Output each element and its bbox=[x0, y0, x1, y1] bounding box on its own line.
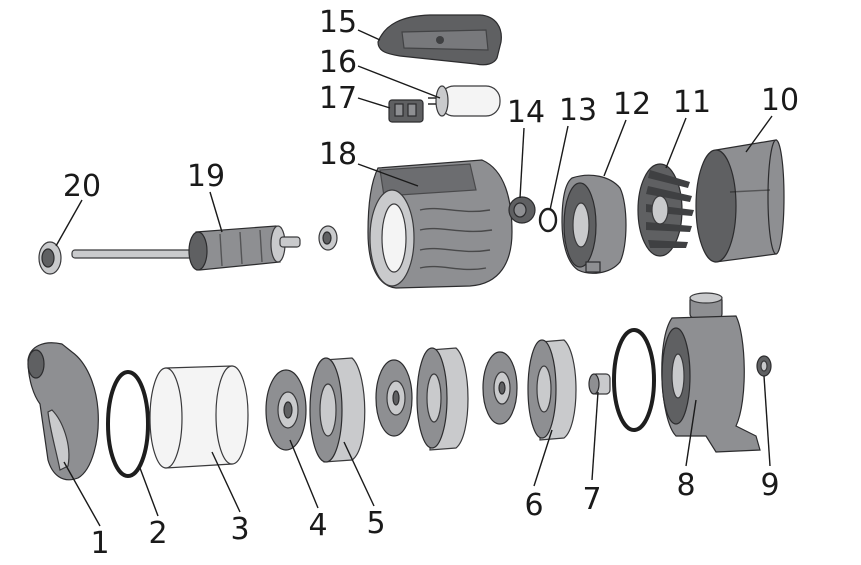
callout-label-18: 18 bbox=[319, 137, 357, 172]
part-6-stage-chamber bbox=[527, 339, 577, 441]
callout-label-11: 11 bbox=[673, 85, 711, 120]
leader-1 bbox=[63, 461, 101, 527]
leader-16 bbox=[357, 65, 441, 99]
impeller-stage-3 bbox=[482, 351, 518, 425]
front-bearing bbox=[318, 225, 338, 251]
part-19-rotor-shaft bbox=[71, 225, 301, 271]
impeller-stage-2 bbox=[375, 359, 413, 437]
part-20-bearing bbox=[38, 241, 62, 275]
leader-5 bbox=[343, 441, 375, 507]
leader-14 bbox=[519, 127, 525, 199]
part-10-fan-cover bbox=[695, 139, 785, 263]
leader-20 bbox=[55, 199, 83, 247]
callout-label-17: 17 bbox=[319, 81, 357, 116]
leader-10 bbox=[745, 115, 773, 153]
part-1-pump-inlet-body bbox=[27, 342, 99, 481]
part-11-cooling-fan bbox=[637, 163, 694, 257]
callout-label-8: 8 bbox=[676, 468, 695, 503]
callout-label-5: 5 bbox=[366, 506, 385, 541]
leader-15 bbox=[357, 29, 381, 41]
part-12-rear-cover bbox=[561, 174, 627, 274]
callout-label-6: 6 bbox=[524, 488, 543, 523]
leader-17 bbox=[357, 97, 391, 109]
callout-label-2: 2 bbox=[148, 516, 167, 551]
leader-11 bbox=[665, 117, 687, 169]
callout-label-19: 19 bbox=[187, 159, 225, 194]
part-15-terminal-cover bbox=[377, 14, 502, 66]
part-16-capacitor bbox=[428, 85, 501, 117]
leader-2 bbox=[139, 467, 159, 517]
leader-3 bbox=[211, 451, 241, 513]
part-7-shaft-sleeve bbox=[588, 373, 611, 395]
callout-label-16: 16 bbox=[319, 45, 357, 80]
part-17-terminal-block bbox=[388, 99, 424, 123]
stage-chamber-middle bbox=[416, 347, 469, 451]
leader-19 bbox=[209, 191, 223, 233]
leader-7 bbox=[591, 391, 599, 481]
callout-label-3: 3 bbox=[230, 512, 249, 547]
part-5-stage-chamber bbox=[309, 357, 366, 463]
callout-labels: 1 2 3 4 5 6 7 8 9 10 11 12 13 14 15 16 1… bbox=[63, 5, 799, 561]
leader-18 bbox=[357, 163, 419, 187]
callout-label-1: 1 bbox=[90, 526, 109, 561]
leader-6 bbox=[533, 429, 553, 487]
callout-label-14: 14 bbox=[507, 95, 545, 130]
leader-lines bbox=[55, 29, 773, 527]
part-8-pump-casing bbox=[661, 292, 761, 453]
callout-label-20: 20 bbox=[63, 169, 101, 204]
callout-label-13: 13 bbox=[559, 93, 597, 128]
leader-12 bbox=[603, 119, 627, 177]
leader-8 bbox=[685, 399, 697, 467]
part-13-washer bbox=[538, 207, 558, 233]
callout-label-15: 15 bbox=[319, 5, 357, 40]
part-3-sleeve bbox=[149, 365, 249, 469]
leader-9 bbox=[763, 375, 771, 467]
leader-13 bbox=[549, 125, 569, 211]
part-9-drain-plug bbox=[756, 355, 772, 377]
part-4-diffuser bbox=[265, 369, 307, 451]
callout-label-7: 7 bbox=[582, 482, 601, 517]
callout-label-4: 4 bbox=[308, 508, 327, 543]
part-2-o-ring bbox=[106, 370, 150, 478]
callout-label-12: 12 bbox=[613, 87, 651, 122]
o-ring-large bbox=[612, 328, 656, 432]
part-18-motor-housing bbox=[367, 159, 513, 289]
part-14-bearing bbox=[508, 196, 536, 224]
callout-label-9: 9 bbox=[760, 468, 779, 503]
callout-label-10: 10 bbox=[761, 83, 799, 118]
leader-4 bbox=[289, 439, 319, 509]
